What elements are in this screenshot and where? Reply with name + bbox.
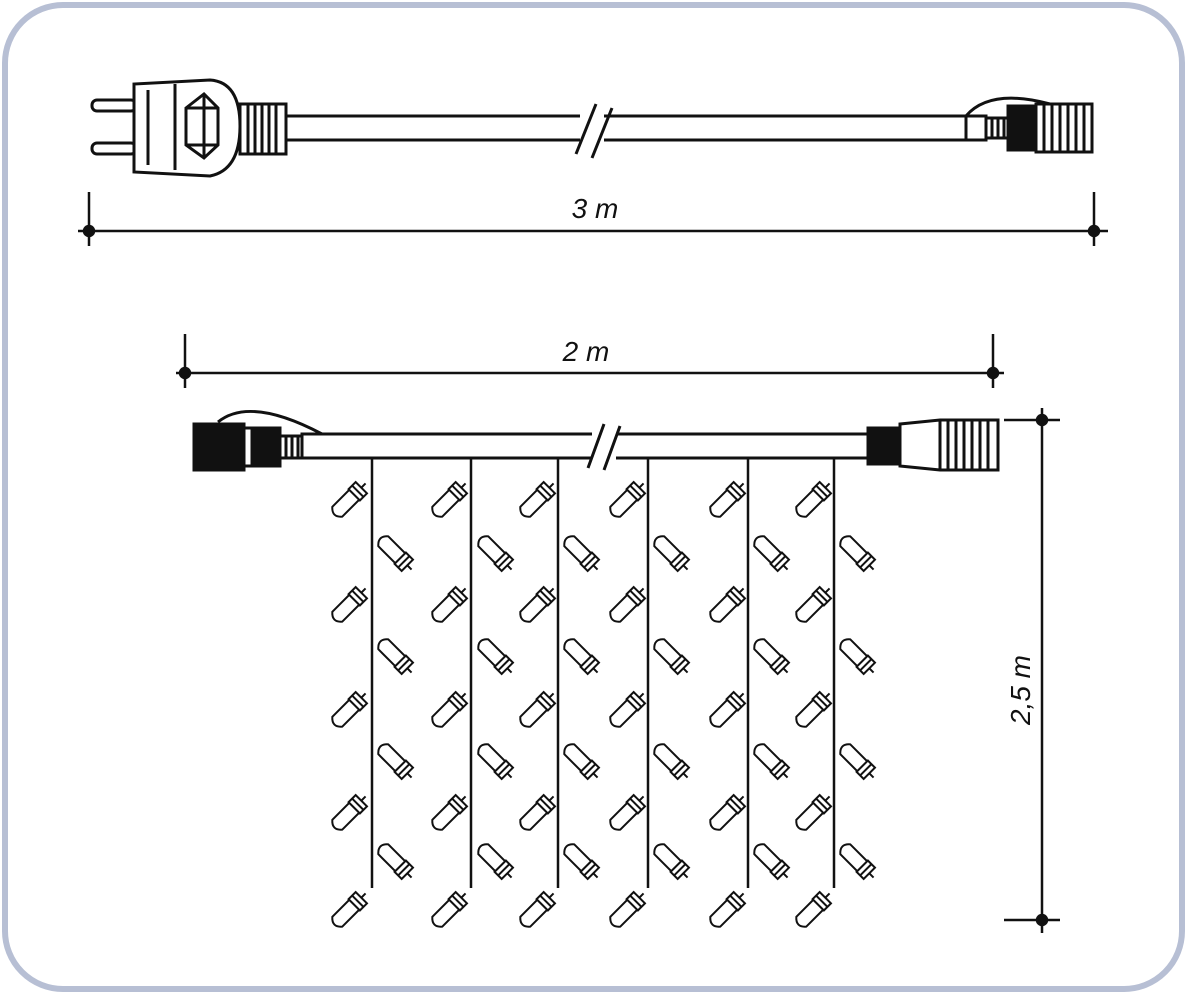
- bulb-icon: [653, 843, 691, 881]
- bulb-icon: [795, 890, 833, 928]
- bulb-icon: [331, 585, 369, 623]
- bulb-icon: [377, 743, 415, 781]
- curtain-width-dimension: [176, 334, 1004, 388]
- bulb-icon: [377, 843, 415, 881]
- bulb-icon: [609, 585, 647, 623]
- curtain-height-label: 2,5 m: [1005, 655, 1036, 726]
- bulb-icon: [477, 638, 515, 676]
- bulb-icon: [839, 743, 877, 781]
- bulb-icon: [609, 890, 647, 928]
- bulb-icon: [839, 535, 877, 573]
- bulb-icon: [431, 585, 469, 623]
- bulb-icon: [431, 890, 469, 928]
- supply-cable: [90, 78, 1094, 178]
- bulb-icon: [709, 690, 747, 728]
- bulb-icon: [431, 690, 469, 728]
- bulb-icon: [563, 638, 601, 676]
- curtain-cable-wire: [300, 432, 870, 460]
- bulb-icon: [431, 793, 469, 831]
- bulb-icon: [839, 638, 877, 676]
- bulb-icon: [609, 690, 647, 728]
- bulb-icon: [653, 743, 691, 781]
- curtain-strands: [331, 458, 877, 928]
- supply-cable-wire: [284, 114, 968, 142]
- bulb-icon: [563, 535, 601, 573]
- cable-length-label: 3 m: [572, 193, 619, 224]
- bulb-icon: [331, 690, 369, 728]
- bulb-icon: [795, 585, 833, 623]
- bulb-icon: [753, 535, 791, 573]
- bulb-icon: [331, 793, 369, 831]
- curtain-cable-break-mark: [586, 423, 622, 471]
- bulb-icon: [431, 480, 469, 518]
- bulb-icon: [709, 793, 747, 831]
- bulb-icon: [753, 638, 791, 676]
- bulb-icon: [519, 585, 557, 623]
- curtain-main-cable: [192, 410, 1000, 472]
- bulb-icon: [609, 480, 647, 518]
- bulb-icon: [653, 535, 691, 573]
- bulb-icon: [477, 535, 515, 573]
- bulb-icon: [331, 890, 369, 928]
- bulb-icon: [609, 793, 647, 831]
- bulb-icon: [839, 843, 877, 881]
- bulb-icon: [519, 690, 557, 728]
- cable-break-mark: [574, 103, 614, 159]
- bulb-icon: [753, 743, 791, 781]
- bulb-icon: [377, 638, 415, 676]
- bulb-icon: [331, 480, 369, 518]
- bulb-icon: [653, 638, 691, 676]
- bulb-icon: [709, 890, 747, 928]
- bulb-icon: [709, 585, 747, 623]
- cable-connector-icon: [964, 96, 1094, 154]
- cable-length-dimension: [78, 192, 1108, 246]
- bulb-icon: [753, 843, 791, 881]
- bulb-icon: [519, 793, 557, 831]
- curtain-left-connector-icon: [192, 410, 323, 472]
- bulb-icon: [477, 843, 515, 881]
- bulb-icon: [377, 535, 415, 573]
- bulb-icon: [709, 480, 747, 518]
- bulb-icon: [795, 690, 833, 728]
- bulb-icon: [563, 843, 601, 881]
- bulb-icon: [519, 890, 557, 928]
- bulb-icon: [563, 743, 601, 781]
- curtain-right-connector-icon: [866, 418, 1000, 472]
- curtain-height-dimension: [1004, 408, 1060, 933]
- bulb-icon: [519, 480, 557, 518]
- curtain-width-label: 2 m: [562, 336, 610, 367]
- bulb-icon: [795, 793, 833, 831]
- bulb-icon: [477, 743, 515, 781]
- bulb-icon: [795, 480, 833, 518]
